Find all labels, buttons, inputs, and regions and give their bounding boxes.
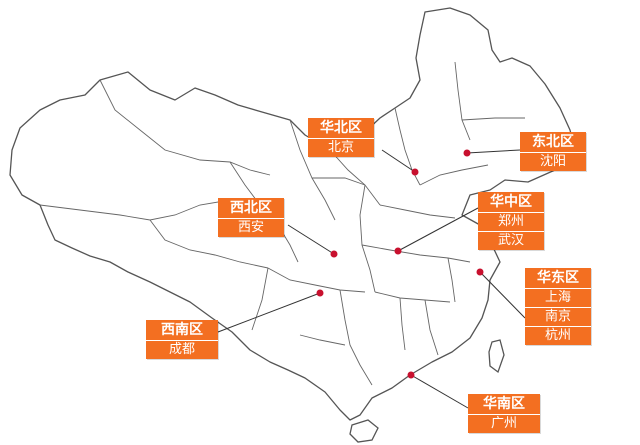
region-label-east: 华东区 上海 南京 杭州	[525, 268, 591, 345]
city-name: 广州	[490, 416, 517, 431]
city-name: 西安	[237, 220, 264, 235]
region-name: 西南区	[146, 320, 218, 341]
connector-east	[479, 271, 526, 319]
region-name: 华东区	[525, 268, 591, 289]
connector-southwest	[217, 292, 321, 333]
city-name: 郑州	[478, 213, 544, 232]
region-name: 华北区	[308, 118, 374, 139]
china-country-outline	[9, 7, 576, 421]
region-name: 华南区	[468, 394, 540, 415]
city-name: 北京	[327, 140, 354, 155]
city-name: 沈阳	[539, 154, 566, 169]
city-name: 成都	[168, 342, 195, 357]
region-label-central: 华中区 郑州 武汉	[478, 192, 544, 250]
connector-lines	[217, 149, 526, 409]
taiwan-island-outline	[488, 339, 505, 374]
connector-northeast	[466, 149, 521, 154]
region-label-south: 华南区 广州	[468, 394, 540, 433]
region-label-southwest: 西南区 成都	[146, 320, 218, 359]
city-name: 杭州	[544, 328, 571, 343]
province-borders	[39, 61, 525, 386]
region-label-northwest: 西北区 西安	[218, 198, 284, 237]
city-dots	[316, 149, 484, 379]
region-name: 华中区	[478, 192, 544, 213]
city-dot-east	[476, 268, 484, 276]
connector-north	[381, 149, 416, 173]
city-name: 上海	[525, 289, 591, 308]
region-label-northeast: 东北区 沈阳	[520, 132, 586, 171]
city-dot-central	[394, 247, 402, 255]
city-dot-chengdu	[316, 289, 324, 297]
region-name: 东北区	[520, 132, 586, 153]
city-dot-beijing	[411, 168, 419, 176]
connector-central	[397, 207, 479, 252]
region-name: 西北区	[218, 198, 284, 219]
connector-northwest	[287, 224, 335, 255]
city-dot-guangzhou	[407, 371, 415, 379]
city-name: 南京	[525, 308, 591, 327]
city-name: 武汉	[497, 233, 524, 248]
city-dot-shenyang	[463, 149, 471, 157]
connector-south	[410, 374, 469, 409]
region-label-north: 华北区 北京	[308, 118, 374, 157]
hainan-island-outline	[349, 419, 379, 443]
city-dot-xian	[330, 250, 338, 258]
